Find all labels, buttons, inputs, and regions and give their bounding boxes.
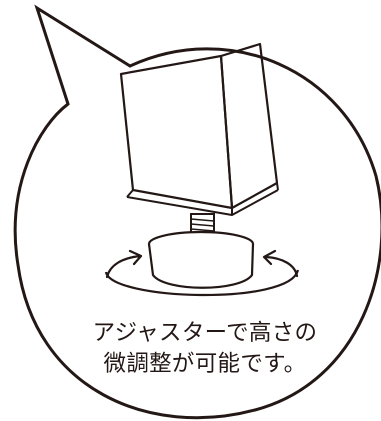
leg-bottom-plate (126, 182, 279, 215)
adjuster-foot-body (147, 243, 255, 289)
leg-side-face (219, 42, 279, 210)
rotation-arrow-left-icon (105, 249, 143, 279)
rotation-arrow-right-icon (262, 249, 299, 278)
caption-line-2: 微調整が可能です。 (103, 351, 307, 377)
leg-front-face (119, 54, 234, 210)
rotation-arrow-curve (104, 269, 300, 297)
caption-line-1: アジャスターで高さの (92, 320, 318, 346)
speech-bubble-outline (13, 4, 381, 420)
